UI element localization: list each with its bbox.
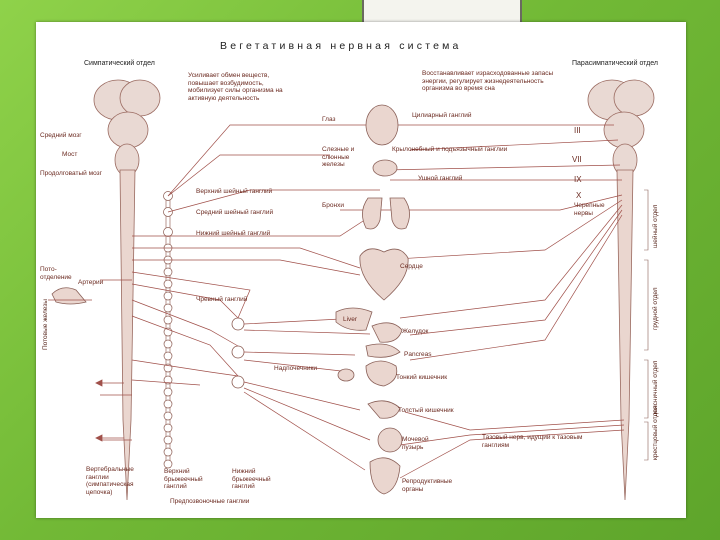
ganglion-middle-cervical: Средний шейный ганглий (196, 209, 274, 216)
right-header: Парасимпатический отдел (572, 60, 658, 67)
label-upper-mesenteric: Верхний брыжеечный ганглий (164, 468, 203, 490)
sympathetic-nerves (100, 124, 410, 471)
pancreas-shape (365, 343, 401, 358)
ganglion-pterygopalatine: Крылонебный и подъязычный ганглии (392, 146, 508, 153)
celiac-ganglion: Чревный ганглий (196, 296, 248, 303)
stomach-shape (371, 322, 403, 343)
spinal-sacral: крестцовый отдел (652, 405, 659, 460)
pelvic-nerve: Тазовый нерв, идущий к тазовым ганглиям (482, 434, 583, 449)
label-vertebral-ganglia: Вертебральные ганглии (симпатическая цеп… (86, 466, 134, 496)
organ-reproductive: Репродуктивные органы (402, 478, 453, 493)
organ-small-intestine: Тонкий кишечник (396, 374, 448, 381)
cranial-nerve-vii: VII (572, 155, 582, 164)
right-spinal-cord (616, 169, 634, 501)
glands-shape (372, 159, 398, 177)
adrenal-shape (337, 368, 355, 382)
left-spinal-cord (119, 169, 136, 501)
bladder-shape (377, 427, 403, 453)
vagus-label: Черепные нервы (574, 202, 605, 217)
vessel-drawing (51, 287, 87, 305)
cranial-nerve-iii: III (574, 126, 581, 135)
spinal-cervical: шейный отдел (652, 204, 659, 248)
left-header: Симпатический отдел (84, 60, 155, 67)
ganglion-upper-cervical: Верхний шейный ганглий (196, 188, 273, 195)
prevertebral-ganglia (231, 317, 245, 389)
organ-bladder: Мочевой пузырь (402, 436, 429, 451)
organ-pancreas: Pancreas (404, 351, 432, 358)
cranial-nerve-ix: IX (574, 175, 582, 184)
sympathetic-effect: Усиливает обмен веществ, повышает возбуд… (188, 72, 283, 102)
organ-eye: Глаз (322, 116, 336, 123)
spinal-brackets (644, 189, 649, 461)
spinal-thoracic: грудной отдел (652, 287, 659, 330)
ganglion-lower-cervical: Нижний шейный ганглий (196, 230, 271, 237)
brain-region-medulla: Продолговатый мозг (40, 170, 102, 177)
lungs-shape (362, 197, 410, 230)
organ-glands: Слезные и слюнные железы (322, 146, 355, 168)
cranial-nerve-x: X (576, 191, 582, 200)
reproductive-shape (369, 457, 401, 495)
organ-liver: Liver (343, 316, 358, 323)
organ-bronchi: Бронхи (322, 202, 344, 209)
label-prevertebral: Предпозвоночные ганглии (170, 498, 250, 505)
left-brain (93, 79, 161, 177)
organs (335, 104, 410, 495)
arrows (95, 379, 124, 442)
organ-stomach: Желудок (402, 328, 429, 335)
label-sweating: Пото-отделение (40, 266, 72, 281)
organ-adrenal: Надпочечники (274, 365, 317, 372)
brain-region-pons: Мост (62, 151, 78, 158)
heart-shape (359, 248, 409, 301)
label-lower-mesenteric: Нижний брыжеечный ганглий (232, 468, 271, 490)
liver-shape (335, 307, 373, 331)
small-intestine-shape (365, 360, 398, 387)
parasympathetic-effect: Восстанавливает израсходованные запасы э… (422, 70, 554, 92)
head-shape (365, 104, 399, 146)
large-intestine-shape (367, 400, 401, 419)
ganglion-ciliary: Цилиарный ганглий (412, 112, 472, 119)
organ-heart: Сердце (400, 263, 423, 270)
label-arteries: Артерии (78, 279, 104, 286)
brain-region-midbrain: Средний мозг (40, 132, 82, 139)
diagram-title: Вегетативная нервная система (220, 40, 462, 52)
ganglion-otic: Ушной ганглий (418, 175, 463, 182)
right-brain (587, 79, 655, 177)
label-sweat-glands: Потовые железы (42, 299, 49, 350)
organ-large-intestine: Толстый кишечник (398, 407, 454, 414)
parasympathetic-nerves (340, 124, 625, 479)
